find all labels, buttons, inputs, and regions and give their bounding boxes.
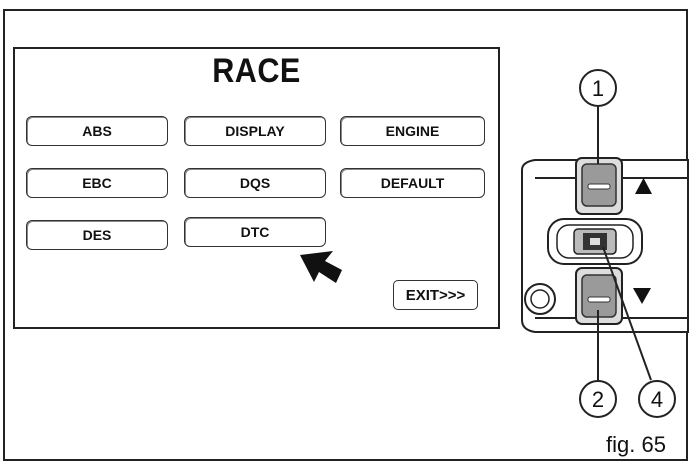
dashboard-screen: RACE ABS DISPLAY ENGINE EBC DQS DEFAULT … [13, 47, 500, 329]
center-joystick[interactable] [547, 218, 643, 265]
menu-button-dqs[interactable]: DQS [184, 168, 326, 198]
callout-label-4: 4 [651, 387, 663, 412]
menu-button-default[interactable]: DEFAULT [340, 168, 485, 198]
menu-button-abs[interactable]: ABS [26, 116, 168, 146]
pointer-arrow-icon [300, 251, 342, 283]
callout-label-1: 1 [592, 76, 604, 101]
menu-button-ebc[interactable]: EBC [26, 168, 168, 198]
down-button[interactable] [575, 267, 623, 325]
exit-button[interactable]: EXIT>>> [393, 280, 478, 310]
callout-line-4 [602, 246, 652, 381]
figure-label: fig. 65 [606, 432, 666, 457]
callout-label-2: 2 [592, 387, 604, 412]
menu-button-des[interactable]: DES [26, 220, 168, 250]
screw-knob [524, 283, 556, 315]
screen-title: RACE [212, 52, 301, 90]
callout-circle-4 [638, 380, 676, 418]
up-button[interactable] [575, 157, 623, 215]
callout-circle-2 [579, 380, 617, 418]
callout-circle-1 [579, 69, 617, 107]
menu-button-engine[interactable]: ENGINE [340, 116, 485, 146]
down-triangle-icon [633, 288, 651, 304]
menu-button-display[interactable]: DISPLAY [184, 116, 326, 146]
up-triangle-icon [635, 178, 652, 194]
menu-button-dtc[interactable]: DTC [184, 217, 326, 247]
